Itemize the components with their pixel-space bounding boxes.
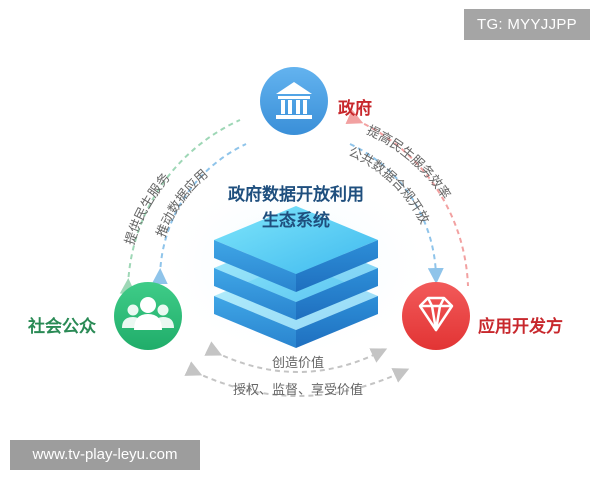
node-developers: [402, 282, 470, 350]
center-title-line2: 生态系统: [262, 210, 330, 231]
node-government: [260, 67, 328, 135]
url-watermark: www.tv-play-leyu.com: [10, 440, 200, 470]
arc-dev-to-gov: [345, 109, 469, 287]
edge-label-bottom-inner: 创造价值: [272, 355, 324, 371]
center-title-line1: 政府数据开放利用: [228, 184, 364, 205]
government-label: 政府: [338, 99, 372, 119]
tg-watermark: TG: MYYJJPP: [464, 9, 590, 40]
public-label: 社会公众: [28, 317, 96, 337]
bank-building-icon: [276, 82, 312, 119]
people-group-icon: [122, 297, 174, 330]
edge-label-bottom-outer: 授权、监督、享受价值: [233, 382, 363, 398]
developers-label: 应用开发方: [478, 317, 563, 337]
diamond-gem-icon: [418, 296, 454, 332]
data-layers-stack: [214, 206, 378, 348]
arc-gov-to-dev: [349, 143, 444, 284]
arc-public-to-gov: [119, 119, 241, 295]
arc-gov-to-public: [151, 143, 247, 285]
arc-bottom-outer: [184, 361, 410, 397]
node-public: [114, 282, 182, 350]
